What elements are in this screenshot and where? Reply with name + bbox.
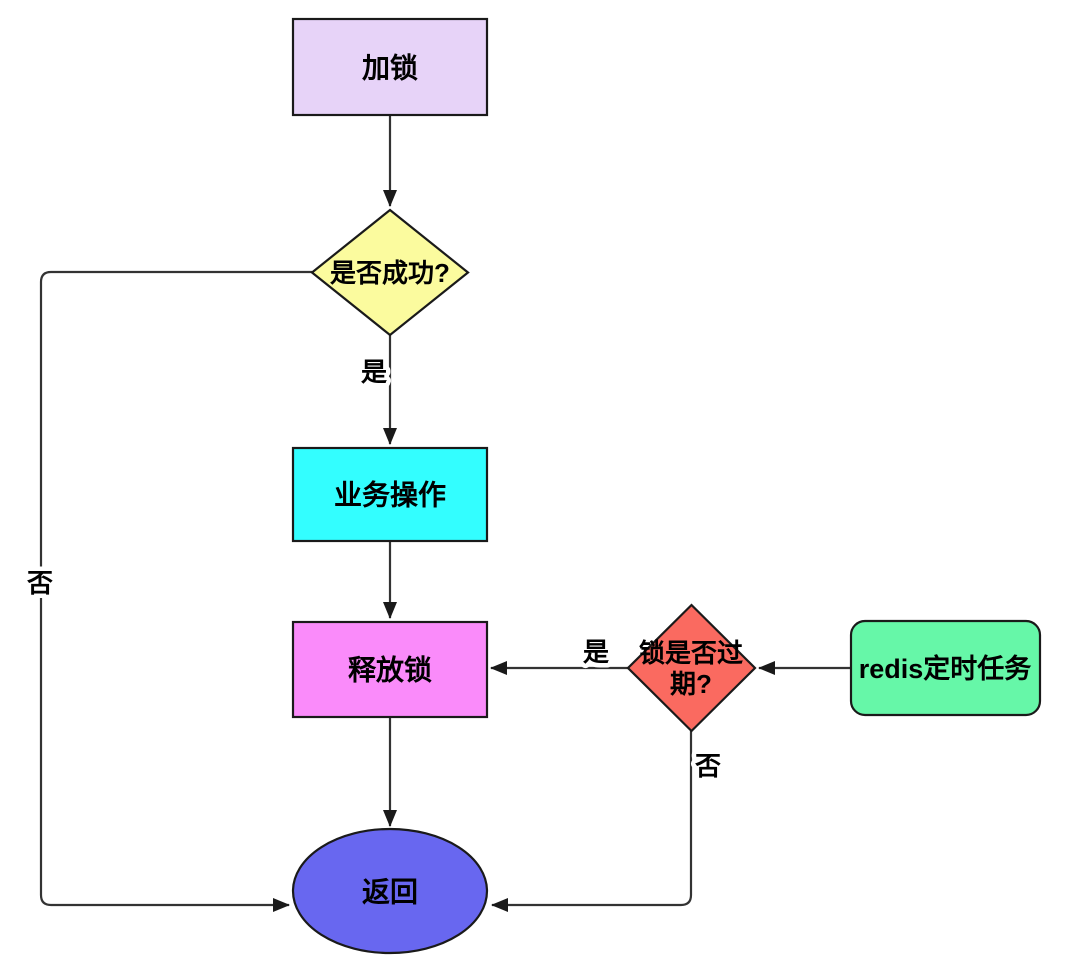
node-success-check: 是否成功?: [310, 208, 470, 337]
node-lock: 加锁: [291, 17, 489, 117]
expired-check-label-line1: 锁是否过: [639, 638, 743, 668]
edge-label-success-no: 否: [27, 568, 53, 598]
node-return: 返回: [291, 827, 489, 955]
edges: [39, 115, 851, 912]
edge-labels: 是 否 是 否: [22, 353, 725, 786]
expired-check-label-line2: 期?: [670, 669, 712, 699]
return-label: 返回: [362, 877, 418, 908]
lock-label: 加锁: [362, 52, 418, 84]
node-redis-task: redis定时任务: [849, 619, 1042, 717]
business-rectangle: [291, 446, 489, 543]
redis-task-rounded-rectangle: [849, 619, 1042, 717]
release-lock-label: 释放锁: [348, 654, 432, 686]
expired-check-diamond: [626, 603, 757, 733]
lock-rectangle: [291, 17, 489, 117]
edge-expired-no-to-return: [491, 731, 693, 912]
node-expired-check: 锁是否过 期?: [626, 603, 757, 733]
success-check-diamond: [310, 208, 470, 337]
redis-task-label: redis定时任务: [859, 653, 1032, 684]
release-lock-rectangle: [291, 620, 489, 719]
success-check-label: 是否成功?: [330, 258, 450, 288]
node-business: 业务操作: [291, 446, 489, 543]
business-label: 业务操作: [334, 480, 446, 511]
edge-success-no-to-return: [39, 270, 312, 912]
return-ellipse: [291, 827, 489, 955]
edge-label-expired-yes: 是: [583, 637, 609, 667]
edge-label-expired-no: 否: [695, 751, 721, 781]
node-release-lock: 释放锁: [291, 620, 489, 719]
edge-label-success-yes: 是: [361, 357, 387, 387]
